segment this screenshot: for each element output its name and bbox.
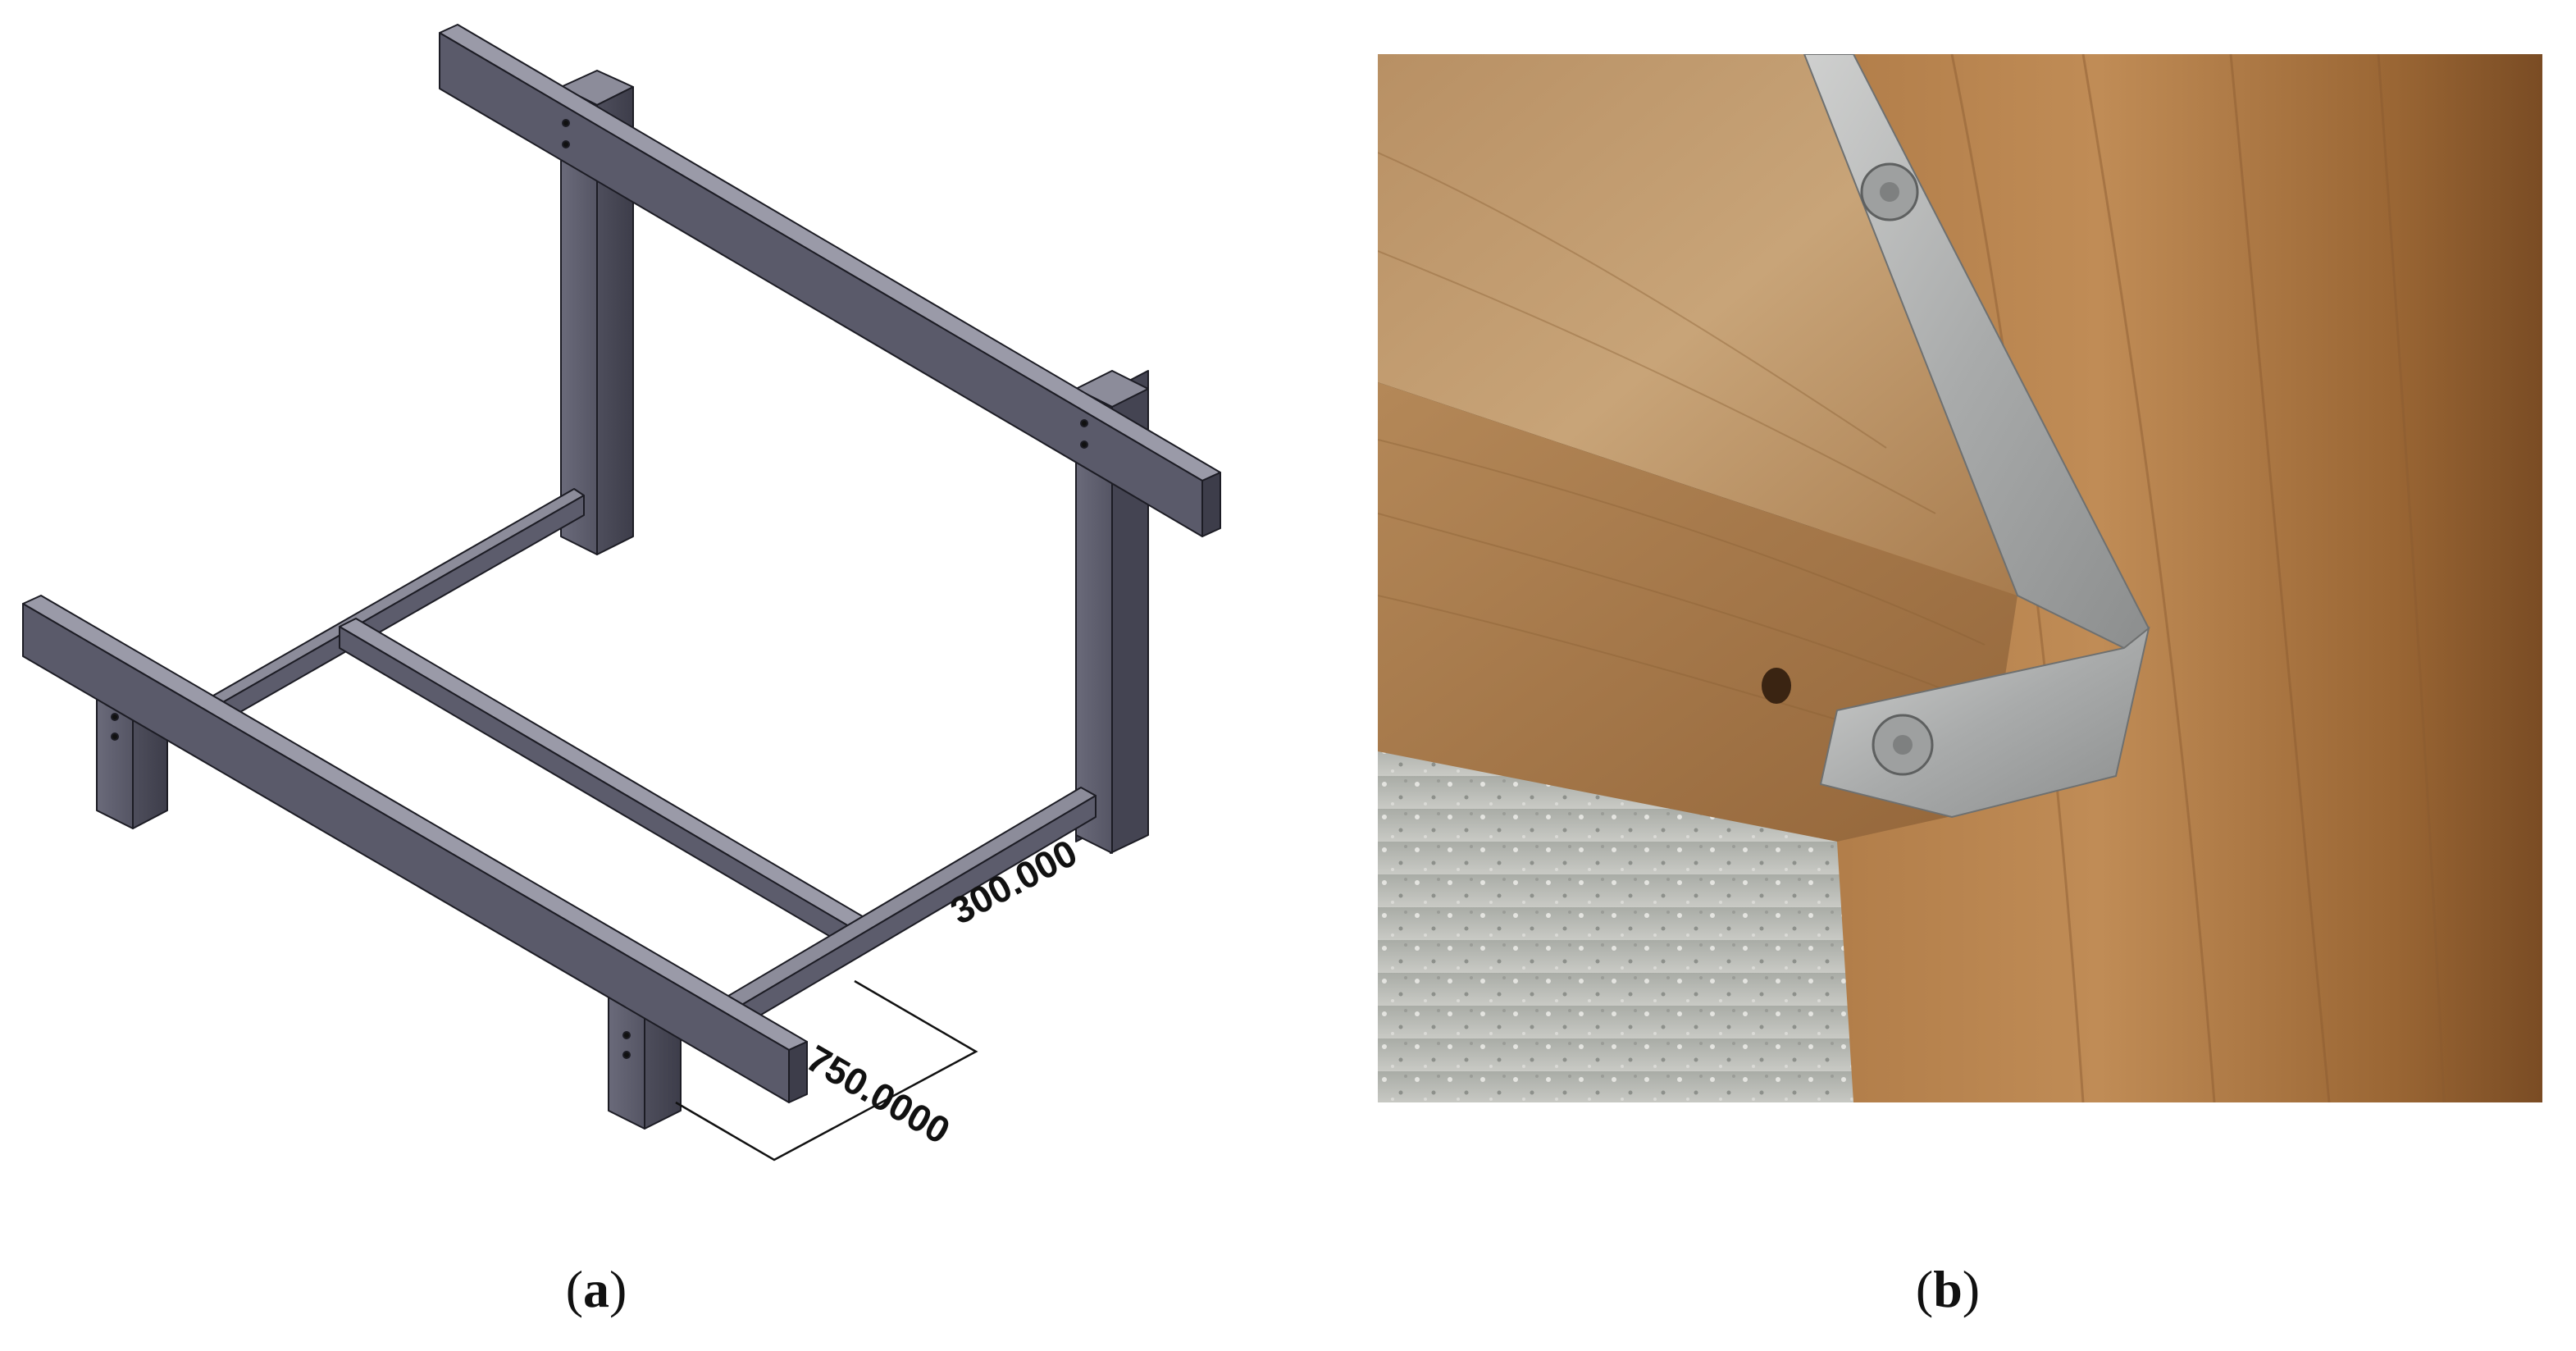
frame-cad-render: 300.000 750.0000 bbox=[0, 0, 1279, 1214]
front-beam bbox=[22, 595, 808, 1103]
right-rail bbox=[719, 787, 1097, 1031]
caption-a-letter: a bbox=[583, 1260, 609, 1318]
dimension-lines bbox=[675, 979, 978, 1162]
dimension-length-label: 750.0000 bbox=[800, 1037, 957, 1152]
middle-rail bbox=[339, 618, 870, 951]
top-beam bbox=[439, 24, 1221, 537]
steel-angle-bracket bbox=[1803, 54, 2150, 819]
caption-b-letter: b bbox=[1933, 1260, 1963, 1318]
left-side-rail bbox=[201, 488, 585, 729]
caption-b: (b) bbox=[1915, 1260, 1981, 1318]
back-right-post bbox=[1075, 370, 1149, 854]
timber-joint-photo bbox=[1378, 54, 2542, 1102]
screw-hole bbox=[1762, 668, 1791, 704]
caption-a: (a) bbox=[565, 1260, 627, 1318]
